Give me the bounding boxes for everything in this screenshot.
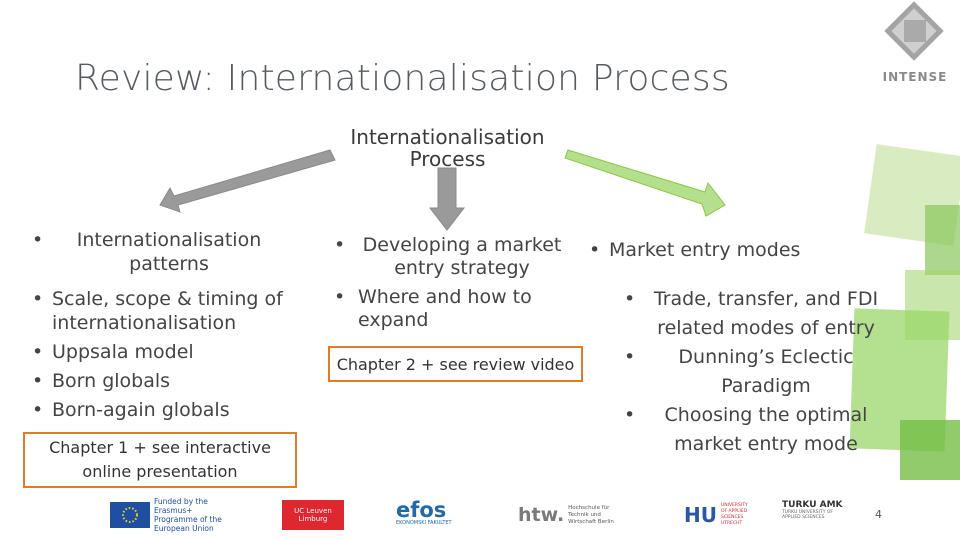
hu-subtext: UNIVERSITY OF APPLIED SCIENCES UTRECHT [720,503,748,526]
hu-text: HU [684,503,717,527]
right-heading: Market entry modes [585,238,845,262]
htw-logo: htw. Hochschule für Technik und Wirtscha… [518,500,628,530]
efos-logo: efos EKONOMSKI FAKULTET [396,500,471,530]
left-heading: Internationalisation patterns [28,228,290,276]
right-arrow [564,149,726,217]
list-item: Trade, transfer, and FDI related modes o… [620,285,890,343]
list-item: Born globals [28,369,290,393]
list-item: Developing a market entry strategy [330,234,580,280]
uc-text: UC Leuven Limburg [294,507,332,523]
left-heading-item: Internationalisation patterns [28,228,290,276]
page-number: 4 [875,508,882,521]
brand-logo-text: INTENSE [882,70,948,84]
center-title: Internationalisation Process [350,125,545,171]
list-item: Dunning’s Eclectic Paradigm [620,343,890,401]
chapter-2-note: Chapter 2 + see review video [328,346,583,382]
left-list: Scale, scope & timing of internationalis… [28,287,290,427]
middle-list: Developing a market entry strategy Where… [330,234,580,338]
intense-logo-mark [884,1,944,61]
erasmus-logo: Funded by the Erasmus+ Programme of the … [110,497,238,533]
slide-title: Review: Internationalisation Process [75,58,730,99]
eu-flag-icon [110,502,150,528]
efos-text: efos [396,498,447,522]
turku-logo: TURKU AMK TURKU UNIVERSITY OF APPLIED SC… [782,500,850,530]
uc-logo: UC Leuven Limburg [282,500,344,530]
list-item: Uppsala model [28,340,290,364]
right-list: Trade, transfer, and FDI related modes o… [620,285,890,459]
list-item: Scale, scope & timing of internationalis… [28,287,290,335]
list-item: Where and how to expand [330,286,580,332]
left-arrow [159,149,336,213]
list-item: Born-again globals [28,398,290,422]
turku-subtext: TURKU UNIVERSITY OF APPLIED SCIENCES [782,510,834,520]
efos-subtext: EKONOMSKI FAKULTET [396,520,452,526]
down-arrow [428,167,466,231]
htw-subtext: Hochschule für Technik und Wirtschaft Be… [568,504,614,525]
list-item: Choosing the optimal market entry mode [620,401,890,459]
right-heading-item: Market entry modes [585,238,845,262]
turku-text: TURKU AMK [782,500,843,510]
htw-text: htw. [518,504,565,526]
chapter-1-note: Chapter 1 + see interactive online prese… [23,432,297,488]
erasmus-text: Funded by the Erasmus+ Programme of the … [154,497,222,533]
hu-logo: HU UNIVERSITY OF APPLIED SCIENCES UTRECH… [684,500,748,530]
